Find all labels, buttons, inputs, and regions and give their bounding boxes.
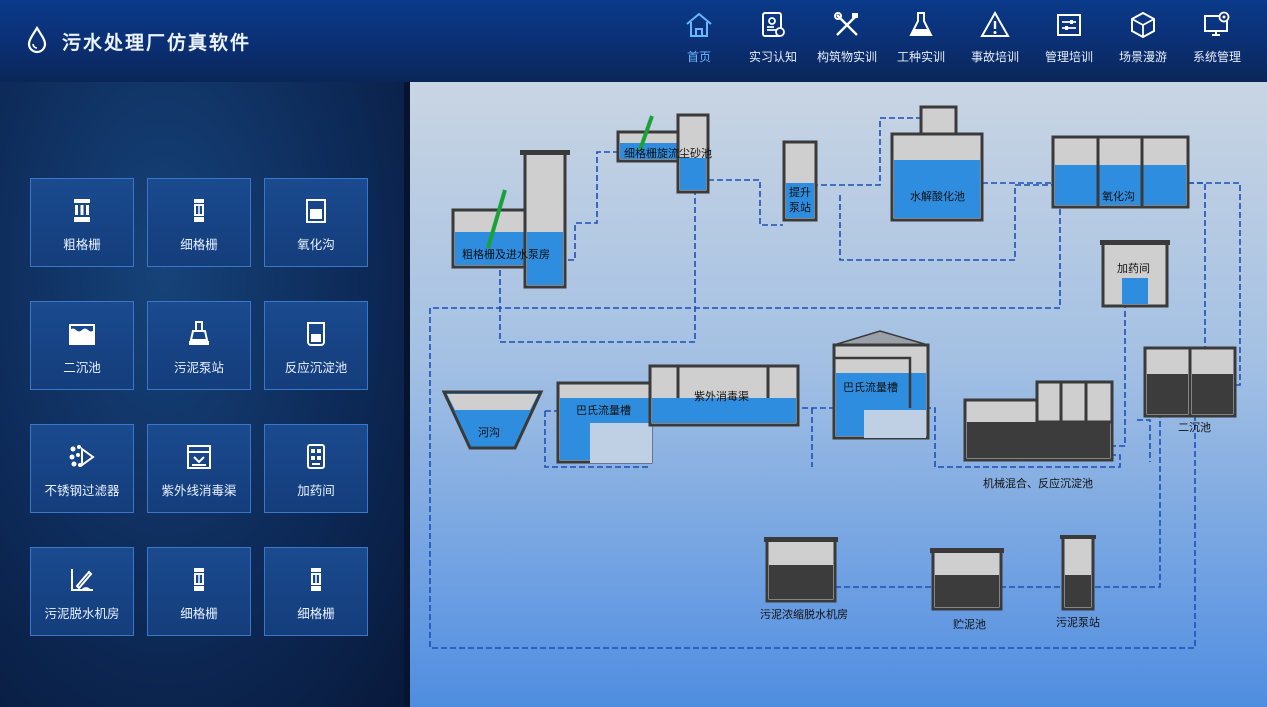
tile-reaction-settling[interactable]: 反应沉淀池 <box>264 301 368 390</box>
nav-system-management[interactable]: 系统管理 <box>1180 0 1254 82</box>
nav-management-training[interactable]: 管理培训 <box>1032 0 1106 82</box>
tile-sludge-dewatering-label: 污泥脱水机房 <box>44 606 120 621</box>
unit-dosing-room[interactable]: 加药间 <box>1100 240 1170 308</box>
tile-coarse-screen-label: 粗格栅 <box>63 237 101 252</box>
nav-management-training-label: 管理培训 <box>1044 50 1093 64</box>
tile-uv-channel-label: 紫外线消毒渠 <box>161 483 237 498</box>
app-title: 污水处理厂仿真软件 <box>62 32 252 54</box>
label-oxidation-ditch: 氧化沟 <box>1102 189 1135 203</box>
pump-icon <box>189 321 209 345</box>
label-river: 河沟 <box>478 426 500 439</box>
tile-secondary-clarifier-label: 二沉池 <box>63 360 101 375</box>
nav-system-management-label: 系统管理 <box>1192 50 1241 64</box>
label-uv-channel: 紫外消毒渠 <box>694 389 749 403</box>
nav-job-training-label: 工种实训 <box>896 50 945 64</box>
unit-mix-reaction-settling[interactable]: 机械混合、反应沉淀池 <box>963 380 1114 490</box>
nav-scene-roaming[interactable]: 场景漫游 <box>1106 0 1180 82</box>
app-header: 污水处理厂仿真软件 首页 实习认知 构筑物 <box>0 0 1267 83</box>
nav-internship-label: 实习认知 <box>748 50 797 64</box>
sliders-icon <box>1057 14 1081 36</box>
tile-sludge-pump-label: 污泥泵站 <box>173 360 224 375</box>
unit-hydrolysis-tank[interactable]: 水解酸化池 <box>890 105 984 222</box>
nav-home[interactable]: 首页 <box>662 0 736 82</box>
unit-secondary-clarifier[interactable]: 二沉池 <box>1143 346 1237 434</box>
unit-sludge-storage[interactable]: 贮泥池 <box>930 548 1004 631</box>
tile-fine-screen[interactable]: 细格栅 <box>147 178 251 267</box>
monitor-gear-icon <box>1204 11 1230 36</box>
fine-screen-icon <box>194 199 204 222</box>
nav-job-training[interactable]: 工种实训 <box>884 0 958 82</box>
tile-coarse-screen[interactable]: 粗格栅 <box>30 178 134 267</box>
filter-icon <box>69 445 95 467</box>
cup-icon <box>307 322 325 346</box>
id-card-icon <box>762 12 785 37</box>
sidebar: 粗格栅 细格栅 氧化沟 二沉池 污泥泵站 <box>0 82 410 707</box>
label-hydrolysis: 水解酸化池 <box>910 189 965 203</box>
label-coarse-screen: 粗格栅及进水泵房 <box>462 247 550 261</box>
tile-sludge-pump[interactable]: 污泥泵站 <box>147 301 251 390</box>
unit-lift-pump-station[interactable]: 提升 泵站 <box>782 140 818 222</box>
tile-dosing-room-label: 加药间 <box>297 483 335 498</box>
nav-structure-training-label: 构筑物实训 <box>816 50 877 64</box>
sidebar-divider <box>404 82 410 707</box>
nav-accident-training-label: 事故培训 <box>970 50 1019 64</box>
main-nav: 首页 实习认知 构筑物实训 工种实训 <box>662 0 1254 82</box>
label-sludge-dewater: 污泥浓缩脱水机房 <box>760 607 848 621</box>
label-sludge-pump: 污泥泵站 <box>1056 615 1100 629</box>
process-flow-diagram: 粗格栅及进水泵房 细格栅旋流尘砂池 提升 泵站 水解酸化池 <box>429 105 1241 649</box>
nav-accident-training[interactable]: 事故培训 <box>958 0 1032 82</box>
unit-parshall-2[interactable]: 巴氏流量槽 <box>832 330 930 440</box>
unit-oxidation-ditch[interactable]: 氧化沟 <box>1051 135 1190 209</box>
uv-box-icon <box>187 445 211 469</box>
warning-icon <box>980 10 1010 37</box>
unit-coarse-screen-pump-house[interactable]: 粗格栅及进水泵房 <box>451 150 570 289</box>
unit-sludge-dewatering-room[interactable]: 污泥浓缩脱水机房 <box>760 537 848 621</box>
label-secondary-clarifier: 二沉池 <box>1178 421 1211 434</box>
label-parshall-1: 巴氏流量槽 <box>576 403 631 417</box>
unit-river[interactable]: 河沟 <box>441 390 544 450</box>
flask-icon <box>909 12 933 36</box>
label-sludge-storage: 贮泥池 <box>953 618 986 631</box>
pen-icon <box>71 569 93 591</box>
tile-uv-channel[interactable]: 紫外线消毒渠 <box>147 424 251 513</box>
label-lift-pump-1: 提升 <box>789 186 811 199</box>
tile-fine-screen-2-label: 细格栅 <box>180 606 218 621</box>
label-parshall-2: 巴氏流量槽 <box>843 380 898 394</box>
cube-icon <box>1131 11 1155 39</box>
unit-parshall-uv[interactable]: 巴氏流量槽 紫外消毒渠 <box>556 364 800 464</box>
unit-fine-screen-grit[interactable]: 细格栅旋流尘砂池 <box>616 113 712 194</box>
nav-internship[interactable]: 实习认知 <box>736 0 810 82</box>
label-fine-screen: 细格栅旋流尘砂池 <box>624 146 712 160</box>
tank-wave-icon <box>69 324 95 345</box>
nav-scene-roaming-label: 场景漫游 <box>1118 50 1167 64</box>
tile-reaction-settling-label: 反应沉淀池 <box>284 360 348 375</box>
tile-oxidation-ditch-label: 氧化沟 <box>297 237 335 252</box>
dosing-icon <box>307 444 325 469</box>
process-diagram-panel: 粗格栅及进水泵房 细格栅旋流尘砂池 提升 泵站 水解酸化池 <box>410 82 1267 707</box>
beaker-icon <box>306 199 326 223</box>
tile-dosing-room[interactable]: 加药间 <box>264 424 368 513</box>
tile-fine-screen-3[interactable]: 细格栅 <box>264 547 368 636</box>
fine-screen-icon <box>311 568 321 591</box>
fine-screen-icon <box>194 568 204 591</box>
tile-fine-screen-label: 细格栅 <box>180 237 218 252</box>
label-lift-pump-2: 泵站 <box>789 200 811 214</box>
nav-home-label: 首页 <box>686 50 711 64</box>
nav-structure-training[interactable]: 构筑物实训 <box>810 0 884 82</box>
tile-steel-filter-label: 不锈钢过滤器 <box>44 483 120 498</box>
label-dosing-room: 加药间 <box>1117 262 1150 275</box>
tile-secondary-clarifier[interactable]: 二沉池 <box>30 301 134 390</box>
water-drop-icon <box>27 26 47 54</box>
tile-fine-screen-3-label: 细格栅 <box>297 606 335 621</box>
tile-oxidation-ditch[interactable]: 氧化沟 <box>264 178 368 267</box>
label-mix-reaction: 机械混合、反应沉淀池 <box>983 476 1093 490</box>
unit-sludge-pump-station[interactable]: 污泥泵站 <box>1056 535 1100 629</box>
tile-sludge-dewatering[interactable]: 污泥脱水机房 <box>30 547 134 636</box>
tile-steel-filter[interactable]: 不锈钢过滤器 <box>30 424 134 513</box>
tile-fine-screen-2[interactable]: 细格栅 <box>147 547 251 636</box>
bar-screen-icon <box>74 199 90 222</box>
home-icon <box>686 12 712 37</box>
tools-icon <box>834 12 858 36</box>
